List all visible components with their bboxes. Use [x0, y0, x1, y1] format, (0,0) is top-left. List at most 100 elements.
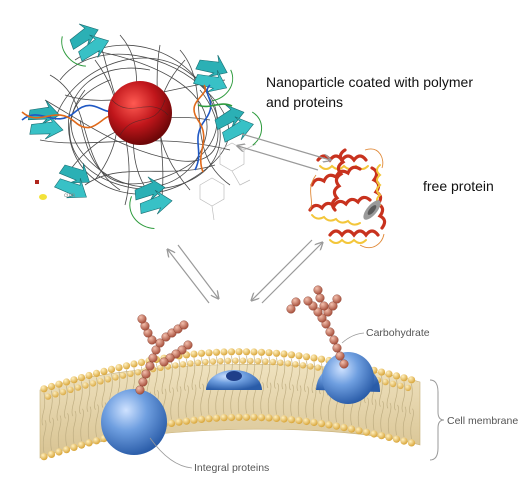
lipid-tail: [185, 385, 189, 418]
carbohydrate-bead: [332, 343, 342, 353]
lipid-head: [404, 384, 412, 392]
cell-membrane-illustration: [39, 285, 445, 469]
lipid-tail: [394, 379, 398, 411]
lipid-tail: [311, 361, 316, 394]
carbohydrate-bead: [141, 369, 151, 379]
lipid-head: [242, 348, 251, 356]
lipid-tail: [80, 408, 84, 442]
lipid-head: [277, 359, 284, 366]
free-protein-label: free protein: [423, 178, 494, 194]
carbohydrate-bead: [325, 327, 335, 337]
lipid-tail: [320, 388, 324, 420]
lipid-head: [242, 413, 251, 421]
protein-loops: [309, 148, 385, 249]
lipid-head: [197, 349, 206, 357]
lipid-head: [100, 367, 108, 375]
arrow-nanoparticle-to-membrane: [177, 244, 218, 298]
lipid-head: [235, 413, 243, 421]
lipid-head: [217, 357, 224, 365]
lipid-tail: [387, 402, 392, 434]
lipid-head: [52, 391, 59, 398]
lipid-tail: [161, 362, 166, 395]
lipid-head: [385, 433, 393, 441]
lipid-head: [202, 358, 209, 366]
nanoparticle-illustration: [21, 23, 263, 229]
lipid-tail: [170, 387, 174, 420]
carbohydrate-bead: [179, 320, 189, 330]
carbohydrate-bead: [303, 296, 313, 306]
integral-protein-right: [316, 352, 380, 404]
lipid-tail: [365, 397, 369, 429]
lipid-tail: [289, 358, 293, 391]
lipid-head: [187, 360, 194, 367]
lipid-head: [44, 393, 52, 400]
lipid-head: [77, 374, 86, 382]
carbohydrate-bead: [155, 338, 165, 348]
lipid-head: [89, 380, 97, 387]
carbohydrate-bead: [159, 357, 169, 367]
carbohydrate-bead: [137, 314, 147, 324]
lipid-tail: [95, 404, 99, 437]
nanoparticle-label-line2: and proteins: [266, 94, 343, 110]
lipid-head: [397, 382, 404, 390]
carbohydrate-bead: [148, 353, 158, 363]
lipid-head: [40, 385, 48, 393]
integral-proteins-leader: [149, 437, 193, 469]
lipid-head: [392, 435, 401, 443]
lipid-tail: [176, 359, 181, 392]
dna-strands: [21, 84, 233, 173]
lipid-tail: [42, 419, 47, 453]
lipid-head: [239, 357, 247, 364]
nanoparticle-label-line1: Nanoparticle coated with polymer: [266, 74, 473, 90]
lipid-tail: [79, 381, 83, 415]
lipid-head: [130, 360, 138, 368]
lipid-head: [220, 414, 228, 422]
lipid-head: [107, 365, 116, 373]
lipid-head: [317, 355, 326, 363]
lipid-head: [340, 424, 348, 432]
beta-sheet-proteins: [27, 23, 263, 229]
lipid-head: [227, 413, 236, 422]
lipid-head: [55, 380, 63, 388]
free-protein-illustration: [308, 148, 387, 249]
carbohydrate-bead: [151, 345, 161, 355]
lipid-head: [82, 382, 89, 389]
lipid-head: [92, 437, 101, 445]
carbohydrate-bead: [286, 304, 296, 314]
chemical-structure: [199, 142, 257, 221]
lipid-tail: [72, 410, 77, 444]
carbohydrate-bead: [335, 351, 345, 361]
lipid-head: [134, 369, 142, 376]
lipid-head: [385, 370, 393, 378]
lipid-head: [172, 362, 179, 369]
lipid-head: [205, 415, 213, 423]
lipid-head: [122, 362, 131, 370]
protein-core: [363, 200, 381, 220]
lipid-head: [104, 376, 112, 383]
beta-protein-bottom-left: [54, 163, 90, 199]
lipid-head: [265, 349, 273, 357]
lipid-tail: [312, 387, 317, 419]
lipid-head: [370, 430, 378, 438]
lipid-tail: [379, 376, 383, 407]
lipid-tail: [192, 384, 197, 417]
lipid-tail: [101, 375, 106, 408]
lipid-head: [287, 416, 296, 424]
lipid-head: [247, 357, 254, 365]
lipid-head: [389, 380, 397, 388]
lipid-head: [97, 378, 104, 385]
lipid-tail: [169, 360, 173, 393]
lipid-head: [272, 349, 281, 357]
lipid-tail: [266, 356, 271, 389]
lipid-head: [407, 376, 416, 384]
lipid-head: [310, 418, 318, 427]
lipid-tail: [86, 379, 91, 413]
lipid-tail: [50, 417, 54, 451]
lipid-head: [47, 382, 56, 391]
lipid-tail: [281, 357, 286, 390]
lipid-tail: [200, 383, 204, 416]
lipid-tail: [290, 384, 294, 416]
carbohydrate-label: Carbohydrate: [366, 327, 430, 339]
carbohydrate-bead: [315, 293, 325, 303]
carbohydrate-bead: [145, 361, 155, 371]
